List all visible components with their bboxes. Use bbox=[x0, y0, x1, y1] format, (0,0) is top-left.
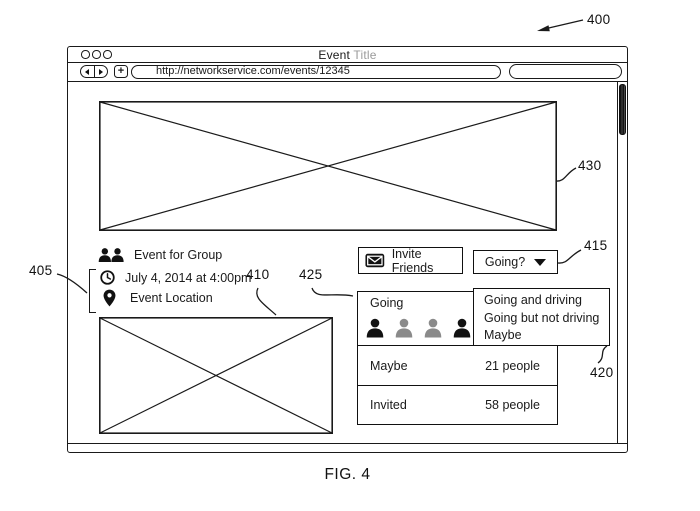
browser-titlebar: Event Title bbox=[68, 47, 627, 63]
maybe-row-count: 21 people bbox=[485, 358, 540, 373]
clock-icon bbox=[100, 270, 115, 285]
nav-buttons bbox=[80, 65, 108, 78]
forward-arrow-icon bbox=[98, 68, 103, 75]
window-title: Event Title bbox=[318, 47, 377, 62]
ref-430: 430 bbox=[578, 158, 602, 173]
menu-item-maybe[interactable]: Maybe bbox=[484, 328, 522, 342]
new-tab-button[interactable]: + bbox=[114, 65, 128, 78]
invited-row-label: Invited bbox=[370, 398, 407, 412]
event-location-row: Event Location bbox=[103, 289, 213, 307]
person-icon bbox=[366, 318, 384, 338]
menu-item-going-not-driving[interactable]: Going but not driving bbox=[484, 310, 600, 325]
window-button-icon[interactable] bbox=[92, 50, 101, 59]
browser-toolbar: + http://networkservice.com/events/12345 bbox=[68, 63, 627, 82]
address-bar[interactable]: http://networkservice.com/events/12345 bbox=[131, 64, 501, 79]
scrollbar-thumb[interactable] bbox=[619, 83, 626, 135]
rsvp-dropdown-menu: Going and driving Going but not driving … bbox=[473, 288, 610, 346]
person-icon bbox=[395, 318, 413, 338]
going-row-label: Going bbox=[370, 296, 404, 310]
window-control-buttons[interactable] bbox=[81, 50, 112, 59]
table-row-invited: Invited 58 people bbox=[358, 385, 557, 424]
going-attendees bbox=[366, 318, 471, 338]
browser-window: Event Title + http://networkservice.com/… bbox=[67, 46, 628, 453]
ref-400: 400 bbox=[587, 12, 611, 27]
person-icon bbox=[453, 318, 471, 338]
invited-row-count: 58 people bbox=[485, 398, 540, 412]
search-field[interactable] bbox=[509, 64, 622, 79]
event-datetime: July 4, 2014 at 4:00pm bbox=[125, 270, 252, 285]
event-location: Event Location bbox=[130, 291, 213, 305]
back-button[interactable] bbox=[81, 66, 95, 77]
rsvp-dropdown-button[interactable]: Going? bbox=[473, 250, 558, 274]
ref-425: 425 bbox=[299, 267, 323, 282]
window-button-icon[interactable] bbox=[81, 50, 90, 59]
forward-button[interactable] bbox=[95, 66, 108, 77]
scrollbar[interactable] bbox=[617, 82, 627, 443]
menu-item-going-and-driving[interactable]: Going and driving bbox=[484, 293, 582, 307]
ref-410: 410 bbox=[246, 267, 270, 282]
invite-friends-label: Invite Friends bbox=[391, 246, 434, 275]
window-bottom-bar bbox=[68, 443, 627, 452]
table-row-maybe: Maybe 21 people bbox=[358, 346, 557, 385]
event-time-row: July 4, 2014 at 4:00pm bbox=[100, 270, 251, 285]
ref-420: 420 bbox=[590, 365, 614, 380]
window-button-icon[interactable] bbox=[103, 50, 112, 59]
person-icon bbox=[424, 318, 442, 338]
event-photo-placeholder bbox=[99, 317, 333, 434]
back-arrow-icon bbox=[85, 68, 90, 75]
event-group-row: Event for Group bbox=[98, 248, 222, 262]
ref-415: 415 bbox=[584, 238, 608, 253]
ref-405: 405 bbox=[29, 263, 53, 278]
two-people-icon bbox=[98, 248, 124, 262]
rsvp-label: Going? bbox=[484, 255, 526, 269]
table-row-going: Going bbox=[358, 292, 557, 346]
event-cover-image-placeholder bbox=[99, 101, 557, 231]
event-name: Event for Group bbox=[134, 248, 223, 262]
invite-friends-button[interactable]: Invite Friends bbox=[358, 246, 463, 275]
map-pin-icon bbox=[103, 289, 116, 307]
info-bracket bbox=[89, 269, 96, 313]
arrowhead-icon bbox=[537, 25, 550, 32]
maybe-row-label: Maybe bbox=[370, 358, 408, 373]
envelope-icon bbox=[365, 253, 385, 268]
caret-down-icon bbox=[534, 258, 547, 266]
figure-caption: FIG. 4 bbox=[324, 466, 371, 483]
